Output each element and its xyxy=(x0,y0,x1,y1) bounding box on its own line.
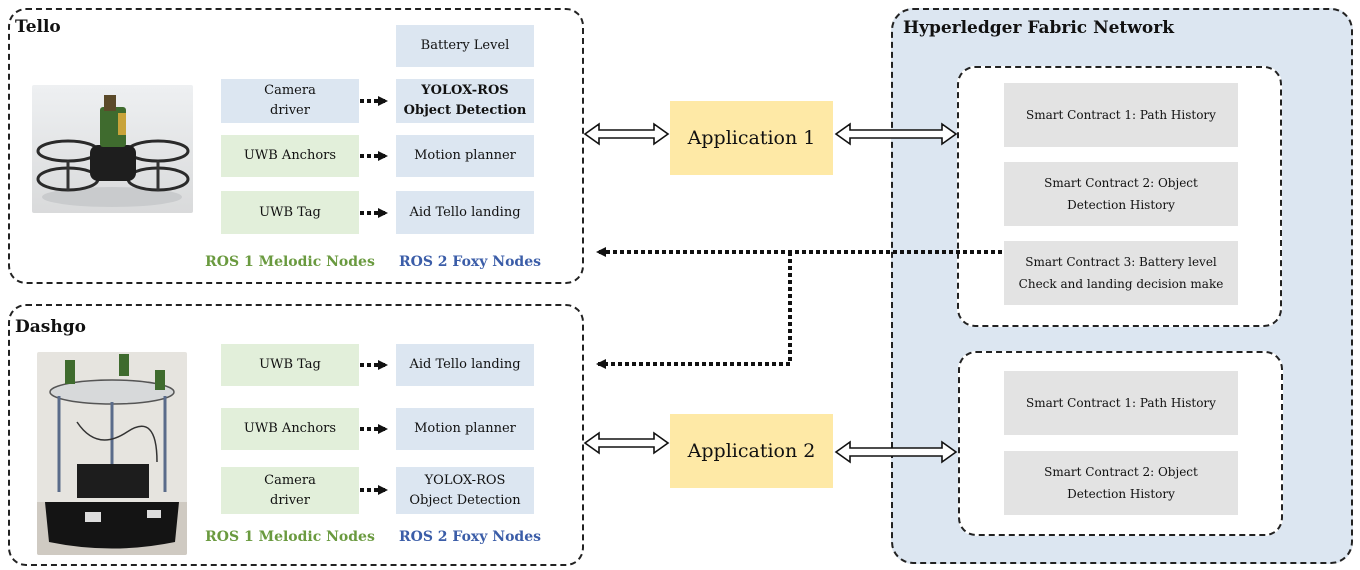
dashgo-title: Dashgo xyxy=(15,317,86,337)
contract-object-detection-2: Smart Contract 2: Object Detection Histo… xyxy=(1004,451,1238,515)
tello-uwb-anchors-node: UWB Anchors xyxy=(221,135,359,177)
dashgo-ros2-label: ROS 2 Foxy Nodes xyxy=(398,529,541,545)
dashgo-camera-driver-node: Camera driver xyxy=(221,467,359,514)
app2-fabric-double-arrow xyxy=(834,440,958,464)
app1-fabric-double-arrow xyxy=(834,122,958,146)
application-1-box: Application 1 xyxy=(670,101,833,175)
dashgo-yolox-node: YOLOX-ROS Object Detection xyxy=(396,467,534,514)
tello-battery-level-node: Battery Level xyxy=(396,25,534,67)
tello-app1-double-arrow xyxy=(583,122,670,146)
tello-camera-driver-node: Camera driver xyxy=(221,79,359,123)
tello-aid-landing-node: Aid Tello landing xyxy=(396,191,534,234)
tello-motion-planner-node: Motion planner xyxy=(396,135,534,177)
tello-drone-photo xyxy=(32,85,193,213)
tello-ros1-label: ROS 1 Melodic Nodes xyxy=(205,254,375,270)
contract-battery-landing: Smart Contract 3: Battery level Check an… xyxy=(1004,241,1238,305)
contract-path-history-2: Smart Contract 1: Path History xyxy=(1004,371,1238,435)
fabric-network-title: Hyperledger Fabric Network xyxy=(903,18,1174,38)
application-2-box: Application 2 xyxy=(670,414,833,488)
dashgo-motion-planner-node: Motion planner xyxy=(396,408,534,450)
tello-ros2-label: ROS 2 Foxy Nodes xyxy=(398,254,541,270)
dashgo-aid-landing-node: Aid Tello landing xyxy=(396,344,534,386)
dashgo-uwb-tag-node: UWB Tag xyxy=(221,344,359,386)
tello-title: Tello xyxy=(15,17,61,37)
dashgo-robot-photo xyxy=(37,352,187,555)
contract-object-detection-1: Smart Contract 2: Object Detection Histo… xyxy=(1004,162,1238,226)
tello-group xyxy=(8,8,584,284)
dashgo-group xyxy=(8,304,584,566)
battery-to-dashgo-arrow xyxy=(596,252,792,369)
tello-yolox-node: YOLOX-ROS Object Detection xyxy=(396,79,534,123)
tello-uwb-tag-node: UWB Tag xyxy=(221,191,359,234)
dashgo-uwb-anchors-node: UWB Anchors xyxy=(221,408,359,450)
dashgo-ros1-label: ROS 1 Melodic Nodes xyxy=(205,529,375,545)
contract-path-history-1: Smart Contract 1: Path History xyxy=(1004,83,1238,147)
dashgo-app2-double-arrow xyxy=(583,431,670,455)
